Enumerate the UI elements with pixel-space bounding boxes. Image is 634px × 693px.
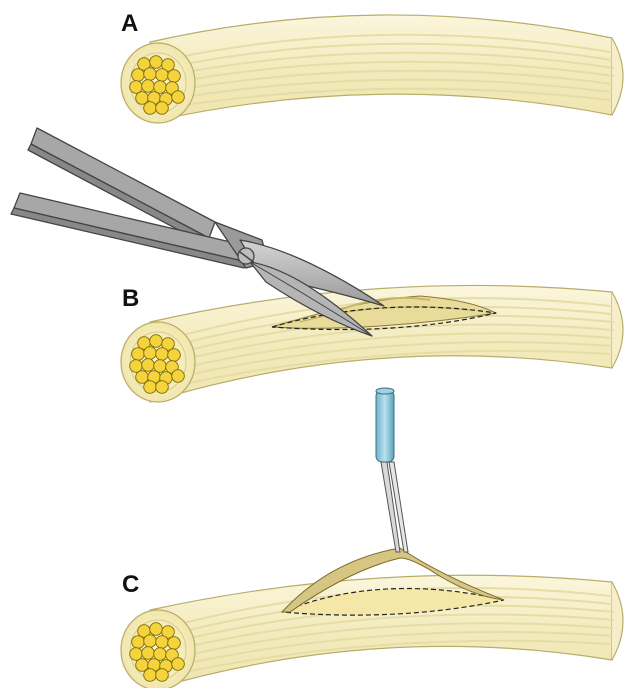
nerve-fiber bbox=[142, 359, 155, 372]
nerve-fiber bbox=[132, 636, 145, 649]
nerve-fiber bbox=[150, 623, 163, 636]
nerve-fiber bbox=[168, 70, 181, 83]
panel-a-nerve bbox=[121, 15, 623, 123]
forceps-icon bbox=[376, 388, 408, 552]
nerve-fiber bbox=[144, 669, 157, 682]
nerve-fiber bbox=[172, 91, 185, 104]
nerve-fiber bbox=[154, 648, 167, 661]
nerve-fiber bbox=[150, 56, 163, 69]
nerve-fiber bbox=[156, 381, 169, 394]
nerve-fiber bbox=[144, 347, 157, 360]
nerve-fiber bbox=[142, 647, 155, 660]
nerve-fiber bbox=[154, 360, 167, 373]
nerve-fiber bbox=[168, 349, 181, 362]
nerve-fiber bbox=[132, 69, 145, 82]
nerve-fiber bbox=[156, 348, 169, 361]
nerve-fiber bbox=[150, 335, 163, 348]
nerve-fiber bbox=[144, 68, 157, 81]
panel-label-a: A bbox=[121, 12, 138, 36]
nerve-fiber bbox=[144, 635, 157, 648]
nerve-fiber bbox=[156, 636, 169, 649]
nerve-fiber bbox=[156, 69, 169, 82]
nerve-fiber bbox=[132, 348, 145, 361]
nerve-fiber bbox=[130, 81, 143, 94]
nerve-fiber bbox=[154, 81, 167, 94]
panel-label-c: C bbox=[122, 573, 139, 597]
nerve-fiber bbox=[156, 669, 169, 682]
nerve-fiber bbox=[130, 648, 143, 661]
nerve-fiber bbox=[172, 370, 185, 383]
nerve-fiber bbox=[144, 102, 157, 115]
nerve-fiber bbox=[156, 102, 169, 115]
nerve-fiber bbox=[142, 80, 155, 93]
nerve-fiber bbox=[172, 658, 185, 671]
panel-label-b: B bbox=[122, 287, 139, 311]
nerve-fiber bbox=[144, 381, 157, 394]
nerve-fiber bbox=[168, 637, 181, 650]
scissors-icon bbox=[11, 128, 384, 336]
panel-c-nerve bbox=[121, 548, 623, 688]
nerve-fiber bbox=[130, 360, 143, 373]
